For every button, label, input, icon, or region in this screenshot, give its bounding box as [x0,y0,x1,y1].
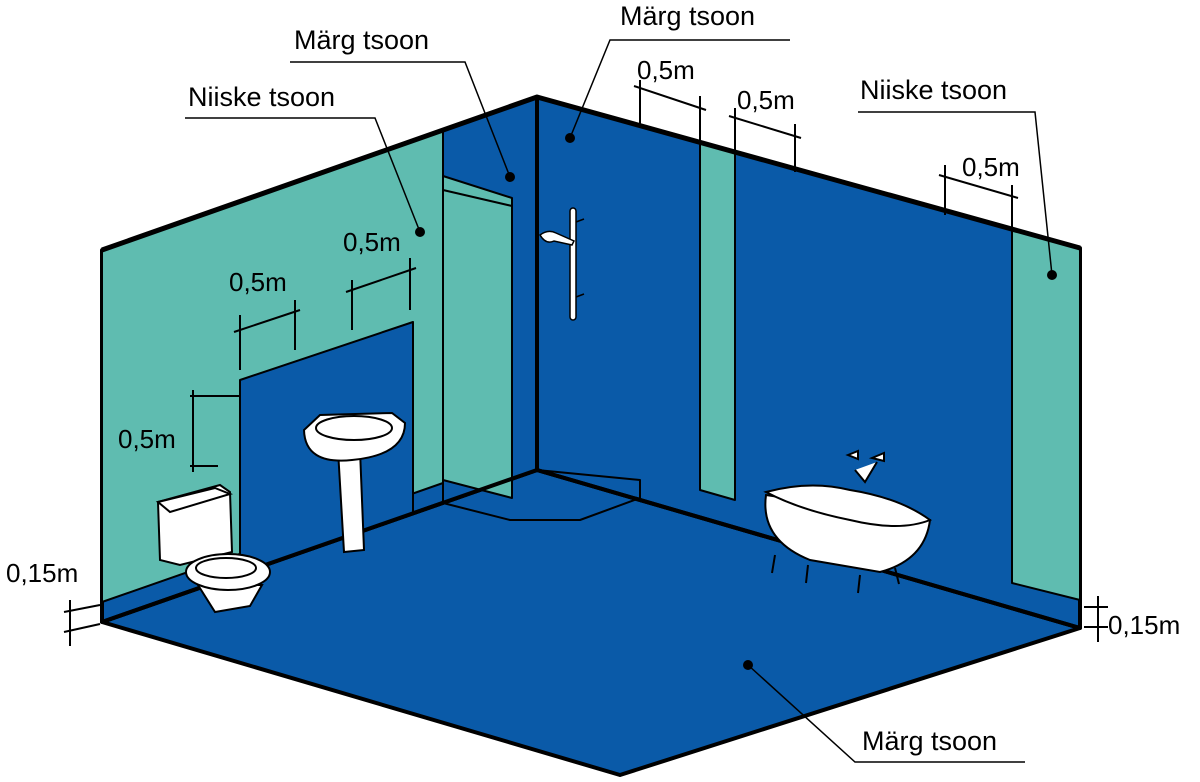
sink-icon [302,411,407,554]
dimension-label: 0,5m [343,227,401,257]
humid-zone-label: Niiske tsoon [188,82,336,112]
dimension-label: 0,5m [962,152,1020,182]
zone-markers [415,133,1057,670]
toilet-icon [155,483,271,614]
dimension-label: 0,5m [737,85,795,115]
shower-icon [539,207,585,321]
wet-zone-label: Märg tsoon [620,1,756,31]
wet-zone-floor-label: Märg tsoon [862,726,998,756]
right-wall-humid-zone [1011,228,1081,601]
humid-zone-label: Niiske tsoon [860,75,1008,105]
dimension-label: 0,5m [118,424,176,454]
screen-line [442,189,513,207]
dimension-lines [63,80,1108,646]
wet-zone-label: Märg tsoon [294,25,430,55]
dimension-label: 0,5m [637,55,695,85]
shower-tray [442,469,641,521]
leader-lines [185,39,1053,763]
dimension-label: 0,15m [6,558,79,588]
dimension-label: 0,15m [1108,610,1181,640]
dimension-label: 0,5m [229,267,287,297]
right-wall-humid-strip-1 [699,141,736,501]
shower-screen [442,175,513,499]
bathtub-icon [763,449,933,594]
